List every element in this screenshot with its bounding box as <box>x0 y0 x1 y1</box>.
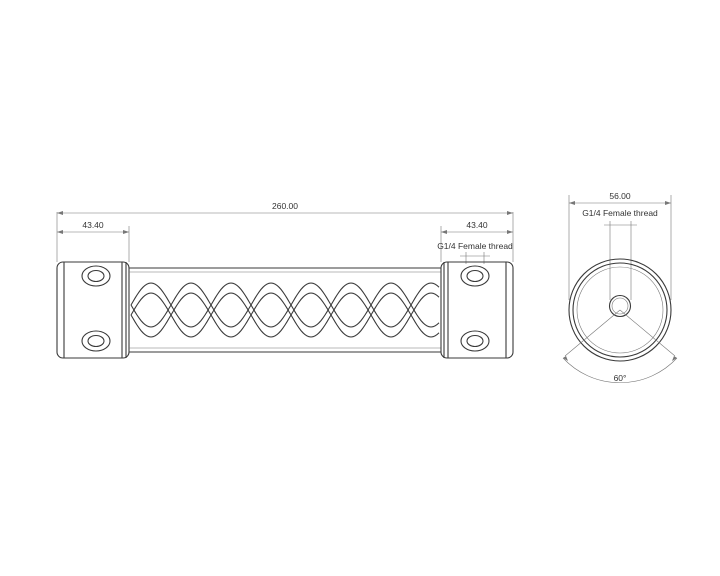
right-end-cap <box>440 261 514 359</box>
left-end-cap <box>56 261 130 359</box>
coil-strand <box>130 292 440 338</box>
side-thread-callout: G1/4 Female thread <box>437 241 513 264</box>
end-view: 56.00 G1/4 Female thread 60° <box>562 191 678 384</box>
tube-body <box>129 267 441 353</box>
overall-length-label: 260.00 <box>272 201 298 211</box>
dimension-right-cap: 43.40 <box>440 220 513 262</box>
braided-coil <box>130 282 440 338</box>
port-icon <box>81 330 111 352</box>
dimension-overall-length: 260.00 <box>56 201 514 262</box>
side-thread-note: G1/4 Female thread <box>437 241 513 251</box>
side-view: 260.00 43.40 43.40 G1/4 Female thread <box>56 201 514 359</box>
end-view-circles <box>568 258 672 362</box>
coil-strand <box>130 292 440 338</box>
coil-strand <box>130 282 440 328</box>
diameter-label: 56.00 <box>609 191 631 201</box>
port-icon <box>81 265 111 287</box>
left-cap-length-label: 43.40 <box>82 220 104 230</box>
end-thread-note: G1/4 Female thread <box>582 208 658 218</box>
coil-strand <box>130 282 440 328</box>
angle-indicator: 60° <box>562 309 678 384</box>
port-icon <box>460 330 490 352</box>
dimension-left-cap: 43.40 <box>57 220 130 262</box>
dimension-diameter: 56.00 <box>568 191 672 300</box>
port-icon <box>460 265 490 287</box>
end-thread-callout: G1/4 Female thread <box>582 208 658 300</box>
angle-label: 60° <box>614 373 627 383</box>
right-cap-length-label: 43.40 <box>466 220 488 230</box>
